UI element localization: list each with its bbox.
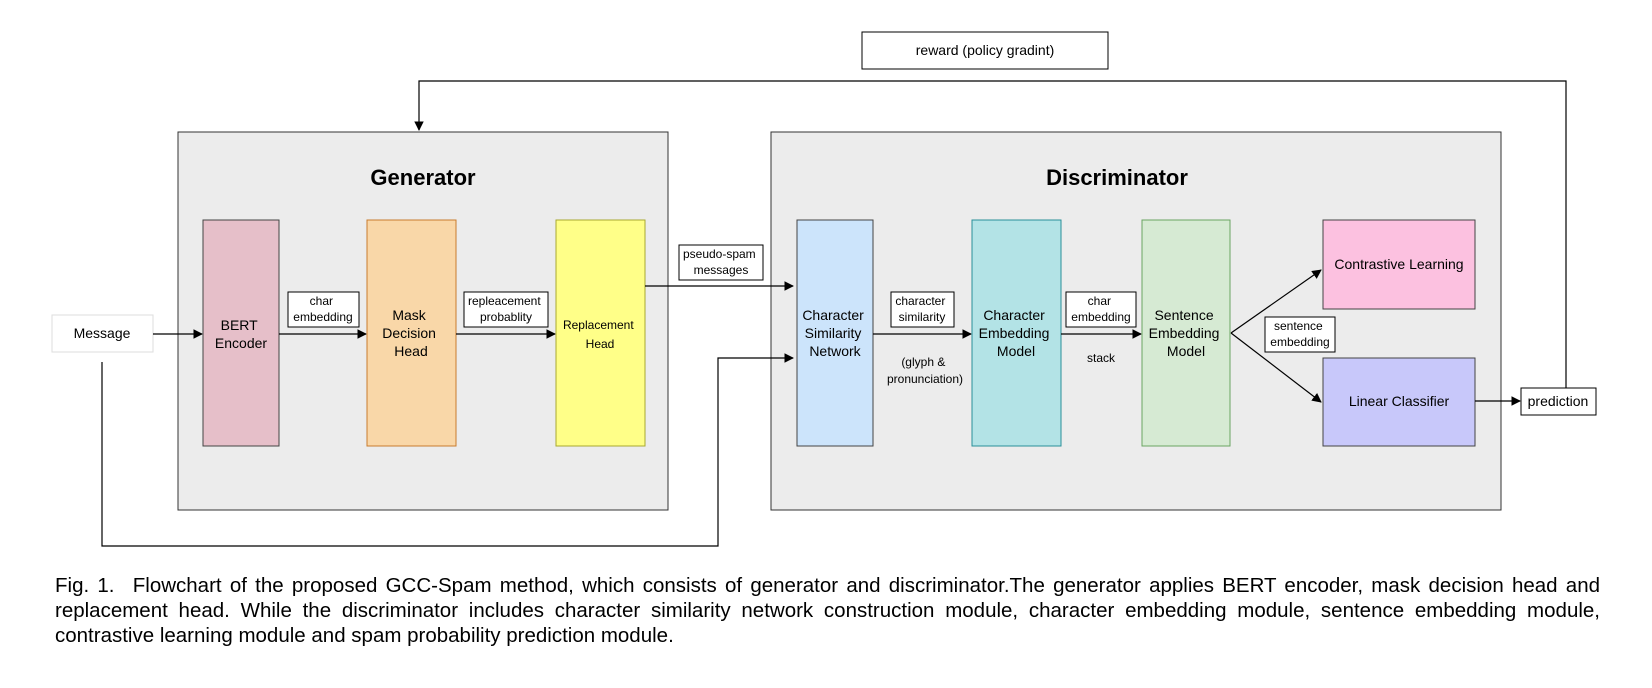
char-embedding-gen-label: char embedding [293, 294, 352, 324]
character-similarity-tag [890, 291, 955, 328]
char-embedding-disc-tag [1065, 291, 1137, 328]
char-embedding-model-label: Character Embedding Model [979, 307, 1054, 359]
mask-decision-head-block [366, 219, 457, 447]
pseudo-spam-tag [678, 244, 764, 281]
contrastive-learning-label: Contrastive Learning [1334, 256, 1463, 272]
replacement-head-label: Replacement Head [563, 318, 637, 351]
stack-label: stack [1087, 351, 1116, 365]
reward-label: reward (policy gradint) [916, 42, 1055, 58]
sentemb-to-contrastive-arrow [1230, 269, 1322, 334]
char-similarity-network-label: Character Similarity Network [802, 307, 867, 359]
prediction-box [1520, 387, 1597, 416]
contrastive-learning-block [1322, 219, 1476, 310]
mask-decision-head-label: Mask Decision Head [382, 307, 440, 359]
figure-caption: Fig. 1. Flowchart of the proposed GCC-Sp… [55, 573, 1600, 648]
reward-feedback-arrow [414, 80, 1567, 397]
generator-title: Generator [370, 165, 476, 190]
char-similarity-network-block [796, 219, 874, 447]
char-embedding-model-block [971, 219, 1062, 447]
glyph-pronunciation-label: (glyph & pronunciation) [887, 355, 963, 386]
replacement-prob-label: repleacement probablity [468, 294, 544, 324]
sentence-embedding-model-block [1141, 219, 1231, 447]
bert-encoder-block [202, 219, 280, 447]
char-embedding-gen-tag [287, 291, 360, 328]
figure-caption-label: Fig. 1. [55, 574, 115, 597]
prediction-label: prediction [1528, 393, 1589, 409]
replacement-prob-tag [463, 291, 549, 328]
reward-box [861, 31, 1109, 70]
sentence-embedding-label: sentence embedding [1270, 319, 1329, 349]
discriminator-title: Discriminator [1046, 165, 1188, 190]
linear-classifier-block [1322, 357, 1476, 447]
character-similarity-label: character similarity [895, 294, 948, 324]
replacement-head-block [555, 219, 646, 447]
message-label: Message [74, 325, 131, 341]
linear-classifier-label: Linear Classifier [1349, 393, 1450, 409]
figure-caption-text: Flowchart of the proposed GCC-Spam metho… [55, 574, 1600, 647]
sentence-embedding-model-label: Sentence Embedding Model [1149, 307, 1224, 359]
char-embedding-disc-label: char embedding [1071, 294, 1130, 324]
sentence-embedding-tag [1264, 316, 1336, 353]
sentemb-to-linear-arrow [1230, 332, 1322, 403]
bert-encoder-label: BERT Encoder [215, 317, 267, 351]
pseudo-spam-label: pseudo-spam messages [683, 247, 759, 277]
message-bypass-arrow [101, 353, 794, 547]
